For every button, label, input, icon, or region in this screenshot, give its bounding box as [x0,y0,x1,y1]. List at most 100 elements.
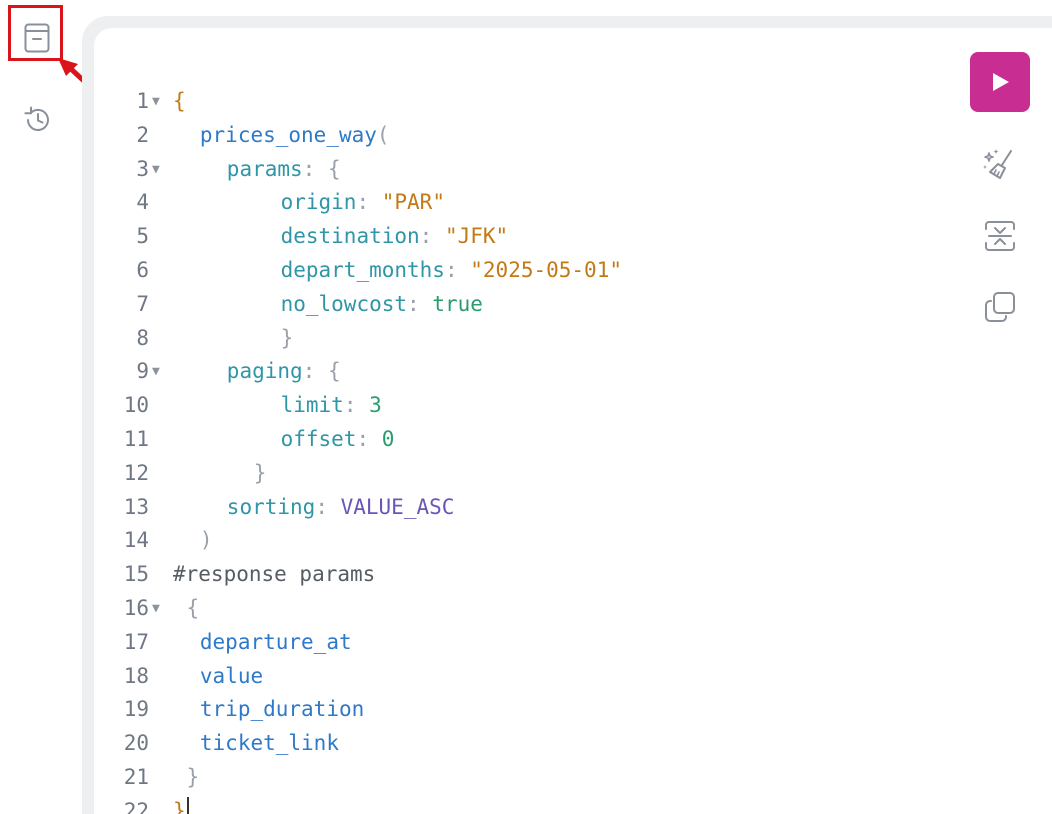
code-token: 3 [369,393,382,418]
code-line[interactable]: 9▼ paging: { [94,355,954,389]
code-text: ) [200,524,213,558]
copy-query-button[interactable] [980,287,1020,327]
copy-icon [985,292,1015,322]
code-text: #response params [173,558,375,592]
code-token: destination [280,224,420,249]
code-token: : [444,257,471,282]
code-line[interactable]: 6 depart_months: "2025-05-01" [94,254,954,288]
code-token: { [173,89,186,113]
line-number: 8 [136,325,149,350]
line-number: 19 [123,697,149,722]
docs-button[interactable] [17,18,57,58]
line-number: 13 [123,494,149,519]
play-icon [993,73,1009,91]
code-token: value [199,663,264,688]
code-text: destination: "JFK" [281,220,509,254]
code-line[interactable]: 22} [94,795,954,814]
code-text: value [200,660,263,694]
code-token: paging [226,359,303,384]
prettify-button[interactable] [980,144,1020,184]
line-number: 21 [123,764,149,789]
code-text: prices_one_way( [200,119,390,153]
code-token: : { [302,156,341,181]
line-number: 10 [123,393,149,418]
line-number: 9 [136,359,149,384]
code-token: true [432,291,483,316]
code-token: } [253,460,267,485]
fold-toggle-icon[interactable]: ▼ [152,94,160,109]
line-number: 20 [123,731,149,756]
code-token: : { [302,359,341,384]
code-text: } [173,795,189,814]
line-number: 16 [123,595,149,620]
code-text: paging: { [227,355,341,389]
code-line[interactable]: 2 prices_one_way( [94,119,954,153]
code-token: ) [199,528,213,553]
code-token: } [173,798,186,814]
code-token: } [280,325,294,350]
code-line[interactable]: 13 sorting: VALUE_ASC [94,491,954,525]
code-token: prices_one_way [199,122,377,147]
code-line[interactable]: 16▼ { [94,592,954,626]
code-token: sorting [226,494,316,519]
line-number: 2 [136,122,149,147]
code-token: departure_at [199,629,352,654]
code-token: : [356,190,382,215]
code-token: offset [280,426,357,451]
code-token: origin [280,190,357,215]
code-line[interactable]: 12} [94,457,954,491]
prettify-icon [983,149,1012,179]
code-token: no_lowcost [280,291,408,316]
history-button[interactable] [18,100,58,140]
code-line[interactable]: 3▼params: { [94,153,954,187]
code-token: ticket_link [199,731,339,756]
code-line[interactable]: 20 ticket_link [94,727,954,761]
line-number: 18 [123,663,149,688]
code-text: no_lowcost: true [281,288,483,322]
run-query-button[interactable] [970,52,1030,112]
code-line[interactable]: 1▼ { [94,85,954,119]
code-text: } [186,761,199,795]
code-text: depart_months: "2025-05-01" [281,254,622,288]
code-token: ( [376,122,390,147]
code-text: } [281,322,294,356]
code-token: "PAR" [381,190,445,215]
line-number: 3 [136,156,149,181]
code-line[interactable]: 8} [94,322,954,356]
fold-toggle-icon[interactable]: ▼ [152,600,160,616]
fold-toggle-icon[interactable]: ▼ [152,161,160,177]
code-text: sorting: VALUE_ASC [227,491,455,525]
code-line[interactable]: 21} [94,761,954,795]
highlight-annotation-box [8,5,63,61]
text-cursor [186,796,189,814]
code-token: 0 [381,426,395,451]
line-number: 1 [136,89,149,113]
code-line[interactable]: 14) [94,524,954,558]
code-line[interactable]: 18 value [94,660,954,694]
merge-fragments-icon [985,221,1015,251]
code-token: : [315,494,341,519]
code-token: #response params [173,562,376,587]
code-line[interactable]: 15#response params [94,558,954,592]
code-token: : [419,224,445,249]
code-text: { [173,85,186,119]
code-text: departure_at [200,626,352,660]
docs-icon [24,23,50,53]
code-line[interactable]: 19 trip_duration [94,693,954,727]
line-number: 12 [123,460,149,485]
merge-fragments-button[interactable] [980,216,1020,256]
code-token: { [186,595,200,620]
line-number: 6 [136,257,149,282]
code-text: origin: "PAR" [281,186,445,220]
fold-toggle-icon[interactable]: ▼ [152,364,160,380]
code-text: trip_duration [200,693,364,727]
